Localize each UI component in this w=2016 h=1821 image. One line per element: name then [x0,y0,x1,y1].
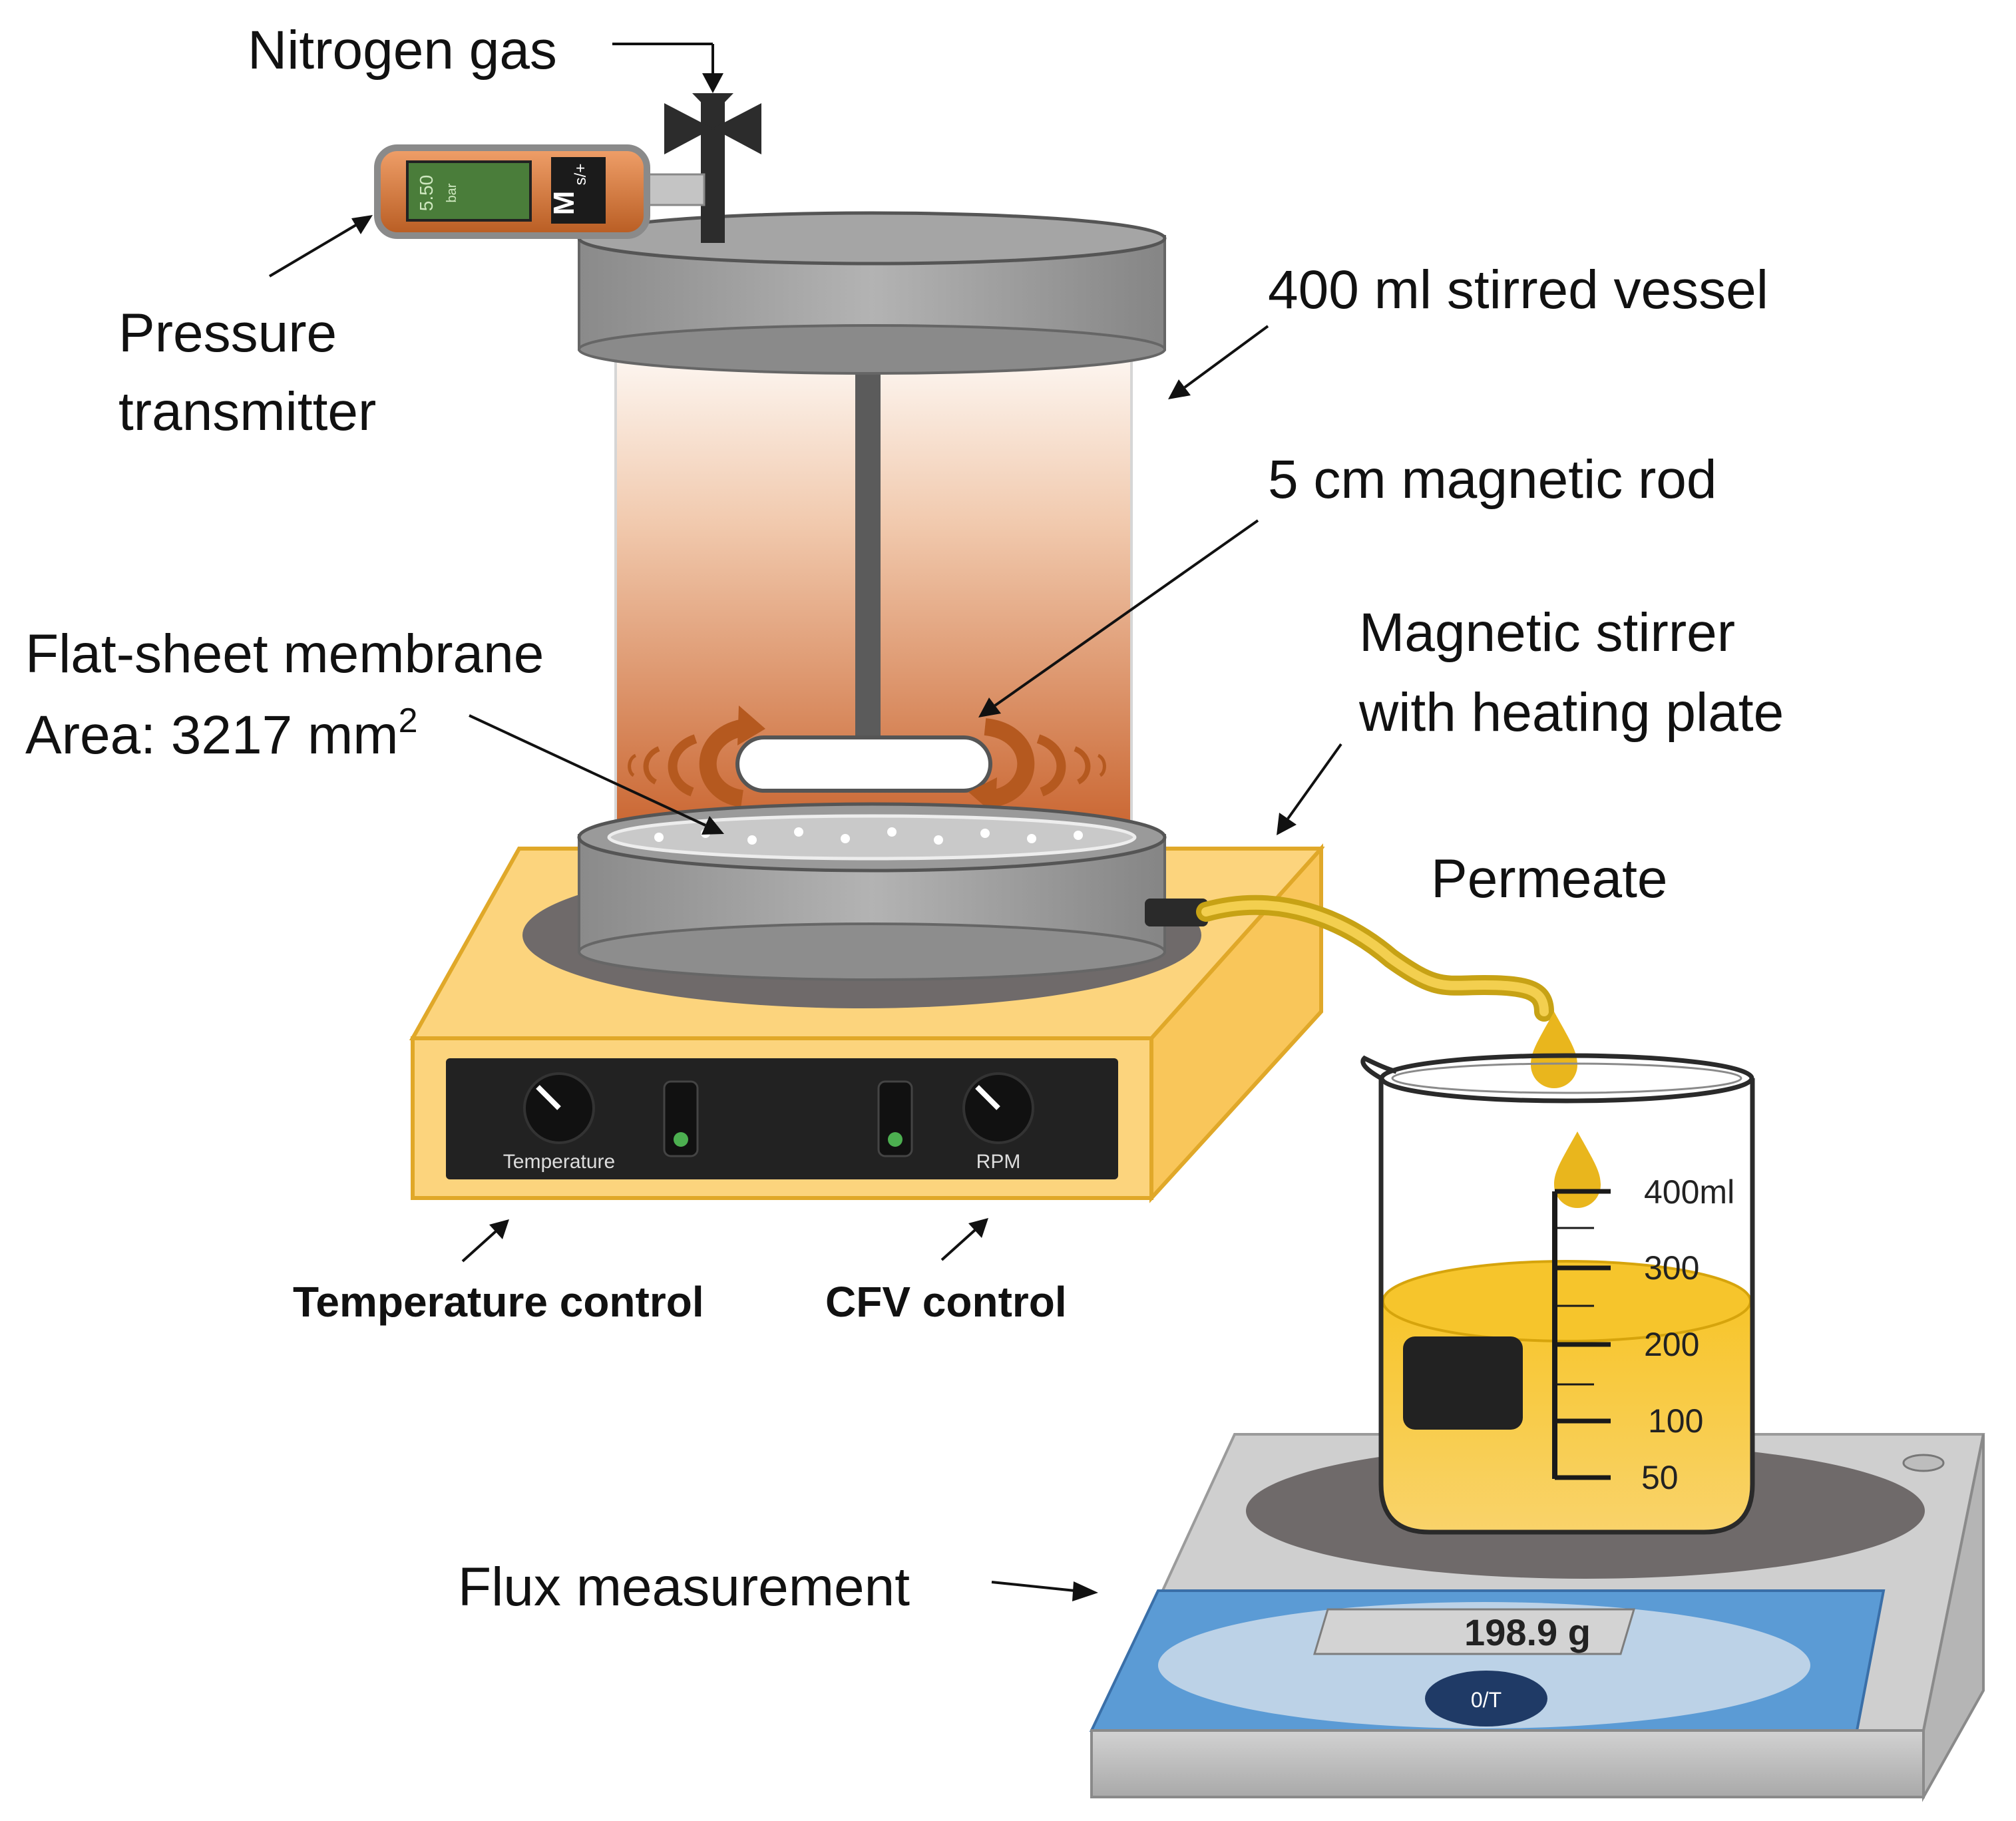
label-nitrogen-gas: Nitrogen gas [248,20,557,81]
arrow-membrane [469,714,724,835]
tare-button-label: 0/T [1471,1688,1502,1712]
permeate-tube [1145,895,1601,1208]
stirring-shaft [855,373,881,745]
scale-tick-100: 100 [1648,1402,1703,1440]
label-stirrer-line2: with heating plate [1358,682,1784,743]
balance-display [1312,1608,1636,1655]
stirred-vessel [577,211,1167,981]
transmitter-value: 5.50 [416,175,437,212]
transmitter-brand: M [548,191,580,216]
label-permeate: Permeate [1431,849,1668,909]
temperature-knob[interactable] [523,1072,595,1144]
arrow-temperature-control [461,1219,509,1263]
transmitter-screen [406,160,532,222]
label-magnetic-rod: 5 cm magnetic rod [1268,449,1717,510]
balance-reading: 198.9 g [1464,1611,1591,1653]
flat-sheet-membrane [607,814,1137,861]
scale-tick-300: 300 [1644,1249,1699,1287]
permeate-drop [1554,1131,1601,1208]
label-membrane-line2: Area: 3217 mm2 [25,702,418,765]
rpm-knob[interactable] [962,1072,1034,1144]
arrow-nitrogen-gas [612,43,723,93]
label-temperature-control: Temperature control [293,1278,704,1326]
control-panel [446,1058,1118,1179]
transmitter-side-text: s/+ [572,164,590,186]
label-pressure-line2: transmitter [118,381,376,442]
tare-button[interactable]: 0/T [1425,1671,1547,1726]
transmitter-unit: bar [445,183,459,202]
arrow-magnetic-rod [978,519,1259,717]
arrow-pressure-transmitter [268,215,373,278]
rotation-arrows-left [628,706,765,807]
arrow-stirrer [1277,743,1342,835]
balance: 198.9 g 0/T [1089,1433,1985,1802]
permeate-drop [1531,1012,1577,1088]
beaker: 400ml 300 200 100 50 [1360,1053,1755,1535]
temperature-switch[interactable] [663,1080,699,1157]
rpm-switch[interactable] [877,1080,913,1157]
scale-tick-200: 200 [1644,1326,1699,1363]
label-stirrer-line1: Magnetic stirrer [1359,602,1735,663]
label-cfv-control: CFV control [825,1278,1067,1326]
temperature-knob-label: Temperature [503,1151,615,1173]
arrow-cfv-control [940,1218,988,1261]
scale-tick-400: 400ml [1644,1173,1734,1211]
label-pressure-line1: Pressure [118,303,337,363]
arrow-flux-measurement [991,1581,1098,1601]
label-flux-measurement: Flux measurement [458,1557,910,1617]
annotation-arrows [268,43,1342,1601]
scale-tick-50: 50 [1641,1459,1679,1496]
arrow-stirred-vessel [1168,325,1269,399]
rpm-knob-label: RPM [976,1151,1021,1173]
label-stirred-vessel: 400 ml stirred vessel [1268,260,1768,320]
pressure-transmitter: 5.50 bar M s/+ [374,144,706,239]
magnetic-rod [735,735,992,793]
label-membrane-line1: Flat-sheet membrane [25,624,544,684]
beaker-label-patch [1403,1336,1523,1430]
nitrogen-valve[interactable] [664,93,761,243]
